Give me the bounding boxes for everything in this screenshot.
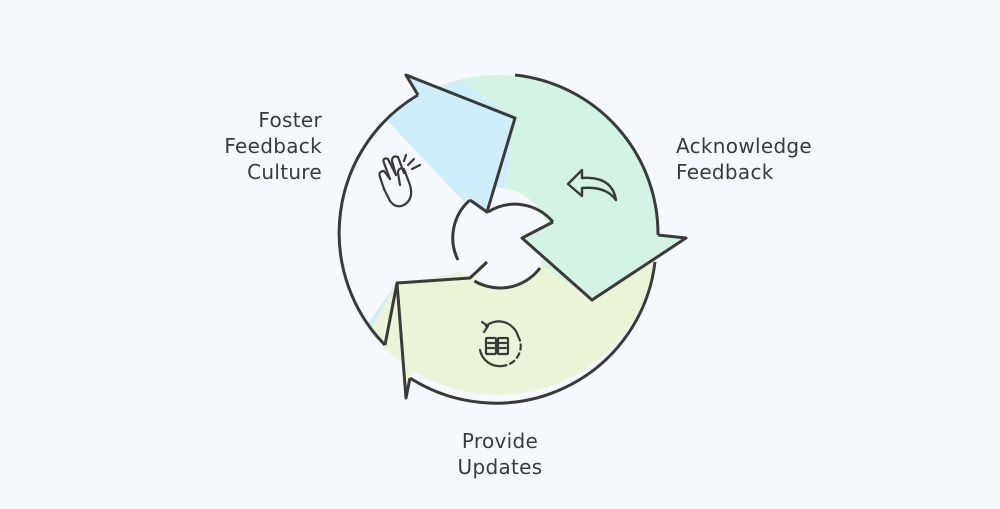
arrowhead-foster <box>404 73 517 214</box>
ring-inner-outline-3 <box>451 198 471 261</box>
label-line: Culture <box>247 160 322 184</box>
label-line: Acknowledge <box>676 134 813 158</box>
label-line: Provide <box>461 429 539 453</box>
label-line: Foster <box>258 108 322 132</box>
ring-outer-outline <box>514 73 660 236</box>
undo-arrow-icon <box>566 168 618 202</box>
refresh-book-icon <box>478 320 522 368</box>
step-label-foster-feedback-culture: Foster Feedback Culture <box>196 107 322 185</box>
ring-inner-outline <box>487 202 555 223</box>
step-label-provide-updates: Provide Updates <box>430 428 570 480</box>
label-line: Feedback <box>224 134 322 158</box>
ring-inner-outline-2 <box>469 267 542 290</box>
label-line: Updates <box>457 455 543 479</box>
arrowhead-acknowledge <box>520 220 688 302</box>
ring-outer-outline-2 <box>409 261 657 405</box>
label-line: Feedback <box>676 160 774 184</box>
ring-outer-outline-3 <box>337 93 419 347</box>
clapping-hands-icon <box>378 153 422 208</box>
arrowhead-updates-tail <box>383 282 399 346</box>
step-label-acknowledge-feedback: Acknowledge Feedback <box>676 133 836 185</box>
